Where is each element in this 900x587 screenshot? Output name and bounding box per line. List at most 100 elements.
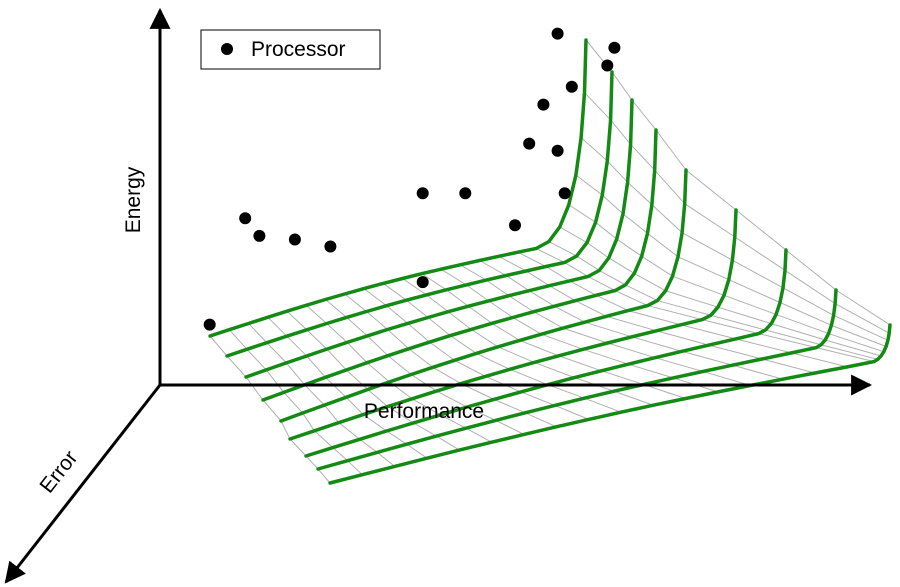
- mesh-line: [436, 435, 460, 451]
- processor-point: [416, 276, 429, 289]
- mesh-line: [344, 293, 367, 312]
- mesh-line: [548, 241, 577, 257]
- mesh-line: [559, 226, 588, 244]
- mesh-line: [616, 238, 642, 257]
- mesh-line: [465, 284, 489, 302]
- processor-point: [239, 212, 252, 225]
- mesh-line: [656, 330, 709, 346]
- mesh-line: [512, 317, 542, 335]
- mesh-line: [761, 358, 816, 374]
- mesh-line: [387, 406, 414, 424]
- mesh-line: [717, 306, 772, 325]
- processor-point: [558, 187, 571, 200]
- mesh-line: [784, 269, 836, 304]
- mesh-line: [562, 327, 608, 344]
- mesh-line: [545, 266, 570, 282]
- mesh-line: [601, 370, 644, 385]
- mesh-line: [367, 389, 389, 407]
- mesh-line: [366, 335, 389, 357]
- processor-point: [551, 144, 564, 157]
- processor-point: [608, 41, 621, 54]
- mesh-line: [614, 290, 648, 307]
- mesh-line: [304, 384, 325, 406]
- mesh-line: [628, 363, 674, 379]
- mesh-line: [782, 287, 834, 316]
- mesh-line: [641, 255, 673, 277]
- mesh-line: [584, 397, 622, 413]
- mesh-line: [685, 169, 737, 211]
- mesh-line: [347, 460, 363, 476]
- mesh-line: [672, 275, 725, 296]
- mesh-line: [820, 344, 878, 360]
- mesh-line: [413, 422, 437, 437]
- mesh-line: [517, 251, 547, 267]
- mesh-line: [575, 174, 603, 196]
- mesh-line: [376, 452, 395, 467]
- mesh-line: [575, 300, 607, 317]
- mesh-line: [631, 336, 683, 352]
- mesh-line: [426, 294, 449, 313]
- surface-curve-8: [316, 288, 838, 471]
- processor-points: [203, 27, 621, 331]
- mesh-line: [622, 213, 648, 234]
- mesh-line: [317, 468, 331, 484]
- mesh-line: [825, 339, 882, 357]
- mesh-line: [283, 392, 304, 414]
- mesh-line: [520, 391, 555, 406]
- mesh-line: [665, 290, 719, 308]
- mesh-line: [771, 323, 826, 341]
- mesh-line: [828, 333, 884, 353]
- mesh-line: [362, 414, 387, 432]
- mesh-line: [410, 374, 437, 392]
- mesh-line: [613, 390, 654, 406]
- mesh-line: [440, 268, 467, 286]
- mesh-line: [558, 355, 602, 372]
- mesh-line: [228, 329, 248, 350]
- mesh-line: [684, 203, 736, 238]
- processor-point: [288, 233, 301, 246]
- surface-curve-2: [225, 70, 614, 358]
- mesh-line: [265, 369, 285, 393]
- mesh-line: [634, 272, 666, 292]
- mesh-line: [325, 376, 347, 398]
- mesh-line: [421, 273, 447, 291]
- processor-point: [509, 219, 521, 232]
- mesh-line: [306, 355, 326, 378]
- mesh-line: [314, 430, 334, 448]
- mesh-line: [554, 404, 589, 420]
- mesh-line: [630, 143, 656, 171]
- mesh-line: [534, 361, 575, 379]
- mesh-line: [535, 248, 565, 263]
- mesh-line: [338, 422, 361, 440]
- mesh-line: [345, 369, 369, 390]
- mesh-line: [541, 333, 584, 350]
- mesh-line: [493, 398, 526, 414]
- mesh-line: [651, 204, 683, 234]
- mesh-line: [655, 129, 687, 171]
- mesh-line: [505, 275, 530, 292]
- mesh-line: [587, 276, 616, 291]
- mesh-line: [595, 221, 618, 240]
- mesh-line: [267, 316, 288, 337]
- mesh-line: [286, 362, 306, 386]
- mesh-line: [446, 289, 469, 307]
- mesh-line: [791, 352, 848, 368]
- mesh-line: [429, 341, 455, 361]
- mesh-line: [498, 255, 527, 272]
- mesh-line: [631, 99, 657, 131]
- surface-curve-1: [208, 38, 588, 338]
- mesh-line: [554, 305, 585, 323]
- mesh-line: [775, 313, 829, 335]
- mesh-line: [485, 279, 510, 297]
- mesh-line: [735, 209, 787, 251]
- legend-label: Processor: [251, 38, 346, 61]
- mesh-line: [359, 438, 378, 453]
- mesh-line: [245, 376, 264, 401]
- mesh-line: [627, 181, 653, 205]
- mesh-line: [468, 305, 493, 324]
- error-axis-label: Error: [35, 447, 82, 498]
- mesh-line: [524, 412, 557, 428]
- mesh-line: [406, 443, 428, 459]
- mesh-line: [479, 260, 507, 276]
- processor-point: [253, 229, 266, 242]
